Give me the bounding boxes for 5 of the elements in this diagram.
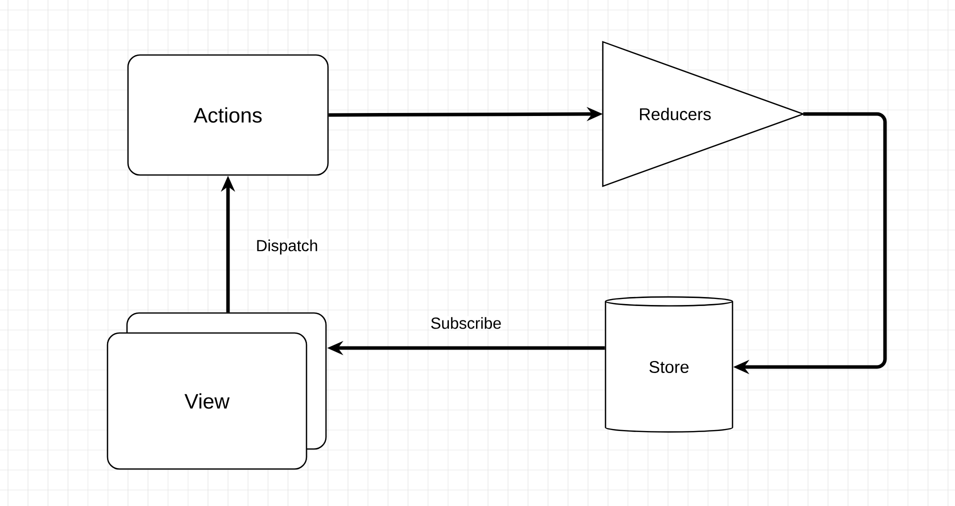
edge-label: Subscribe (429, 316, 503, 330)
action-box: Actions (127, 54, 329, 176)
view-stack: View (106, 312, 327, 470)
edge-label: Dispatch (254, 238, 320, 256)
store-cylinder: Store (604, 296, 734, 433)
